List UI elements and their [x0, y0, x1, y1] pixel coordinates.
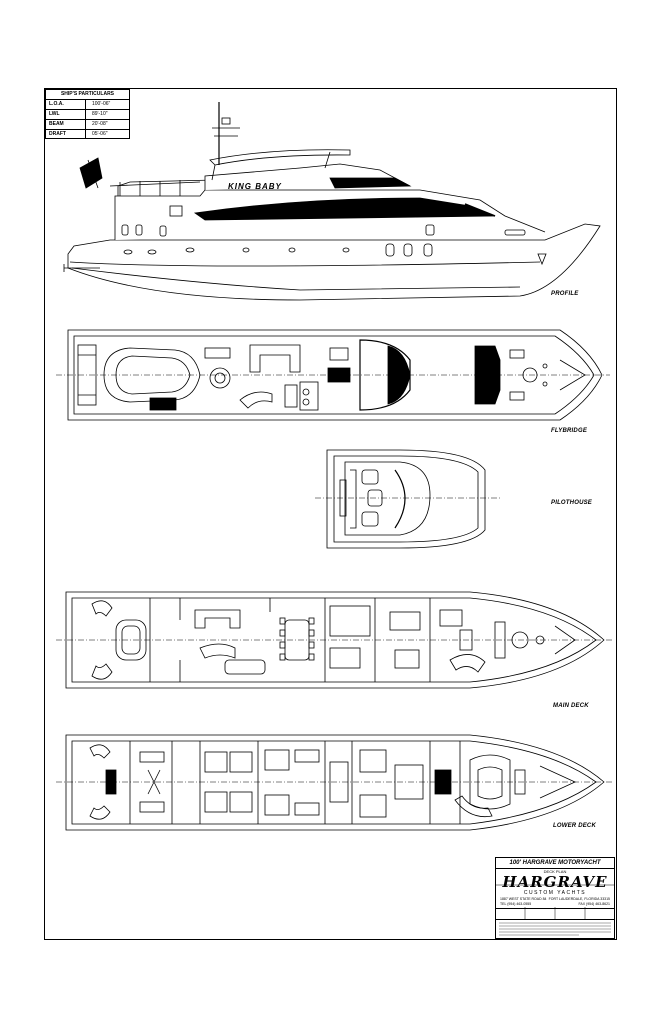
pilothouse-label: PILOTHOUSE: [551, 500, 593, 506]
pilothouse-plan: [315, 449, 500, 549]
brand-subtitle: CUSTOM YACHTS: [523, 890, 587, 896]
title-block: 100' HARGRAVE MOTORYACHT DECK PLAN HARGR…: [495, 857, 615, 939]
profile-label: PROFILE: [551, 291, 579, 297]
main-deck-plan: [56, 591, 612, 689]
profile-view: [63, 102, 601, 301]
fine-print-lines: [499, 922, 611, 936]
address-row: 1887 WEST STATE ROAD 84 FORT LAUDERDALE,…: [496, 897, 614, 902]
phone-row: TEL (954) 463-0555 FAX (954) 463-8621: [496, 902, 614, 907]
address-left: 1887 WEST STATE ROAD 84: [500, 897, 547, 901]
address-right: FORT LAUDERDALE, FLORIDA 33315: [548, 897, 610, 901]
telephone: TEL (954) 463-0555: [500, 902, 532, 906]
flybridge-label: FLYBRIDGE: [551, 428, 588, 434]
main-deck-label: MAIN DECK: [553, 703, 589, 709]
particulars-title: SHIP'S PARTICULARS: [46, 90, 129, 100]
drawing-title: 100' HARGRAVE MOTORYACHT: [496, 858, 614, 869]
particulars-row: L.O.A.100'-06": [46, 100, 129, 110]
brand-logo: HARGRAVE: [502, 873, 608, 891]
vessel-name: KING BABY: [228, 182, 282, 191]
lower-deck-plan: [56, 734, 612, 831]
drawing-subtitle: DECK PLAN: [543, 869, 567, 874]
fine-print: [499, 921, 611, 937]
lower-deck-label: LOWER DECK: [553, 823, 596, 829]
flybridge-plan: [56, 329, 610, 421]
fax: FAX (954) 463-8621: [578, 902, 610, 906]
drawing-sheet-border: [44, 88, 617, 940]
revision-grid: [496, 908, 614, 920]
